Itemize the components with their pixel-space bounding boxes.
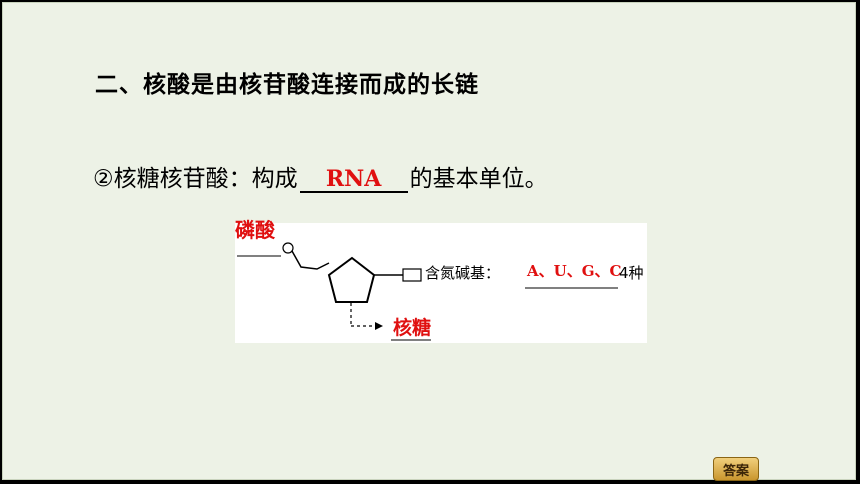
nucleotide-diagram: 磷酸 核糖 含氮碱基： A、U、G、C 4种 <box>235 218 647 343</box>
phosphate-bond <box>291 250 330 270</box>
nucleotide-structure-svg <box>237 242 618 341</box>
base-answer: A、U、G、C <box>527 262 622 280</box>
slide-title: 二、核酸是由核苷酸连接而成的长链 <box>95 72 479 98</box>
sentence-prefix: ②核糖核苷酸：构成 <box>93 166 298 192</box>
fill-in-sentence: ②核糖核苷酸：构成 RNA 的基本单位。 <box>93 159 548 193</box>
sentence-suffix: 的基本单位。 <box>409 166 548 192</box>
base-text: 含氮碱基： <box>425 264 501 282</box>
phosphate-label: 磷酸 <box>235 218 275 242</box>
answer-button[interactable]: 答案 <box>713 457 759 481</box>
base-suffix: 4种 <box>619 264 644 282</box>
pentagon-sugar-icon <box>327 256 376 303</box>
phosphate-circle-icon <box>282 242 294 254</box>
base-square-icon <box>402 268 422 282</box>
blank-answer: RNA <box>299 167 408 193</box>
ribose-label: 核糖 <box>393 317 432 339</box>
arrow-head-icon <box>375 322 383 330</box>
